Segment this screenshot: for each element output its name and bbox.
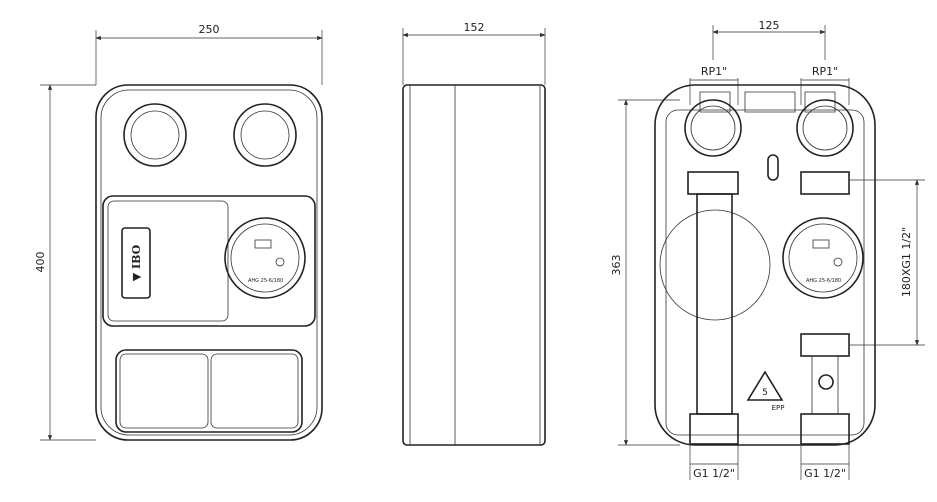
spacing-dimension: 125	[759, 19, 780, 32]
open-view: 125 RP1" RP1" 363 180XG1 1/2" AHG 25-6/1…	[610, 19, 925, 480]
height-dimension: 400	[34, 252, 47, 273]
side-housing	[402, 84, 546, 446]
front-window	[102, 195, 316, 327]
bottom-right-thread: G1 1/2"	[804, 467, 846, 480]
union-left	[687, 171, 739, 195]
pipe-left	[696, 193, 733, 415]
pump-length-dimension: 180XG1 1/2"	[900, 227, 913, 297]
bottom-left-thread: G1 1/2"	[693, 467, 735, 480]
insulation-shell	[654, 84, 876, 446]
lower-panel-left	[119, 353, 209, 429]
valve-left	[684, 99, 742, 157]
front-view: 250 400 ▼ IBO AHG 25-6/180	[34, 23, 323, 441]
outlet-right	[800, 413, 850, 445]
top-right-thread: RP1"	[812, 65, 838, 78]
outlet-left	[689, 413, 739, 445]
pump-label-open: AHG 25-6/180	[806, 278, 841, 284]
height-363-dimension: 363	[610, 255, 623, 276]
top-left-thread: RP1"	[701, 65, 727, 78]
valve-right	[796, 99, 854, 157]
svg-text:▼ IBO: ▼ IBO	[130, 244, 143, 281]
recycle-symbol: 5 EPP	[746, 370, 785, 412]
depth-dimension: 152	[464, 21, 485, 34]
recycle-code: 5	[762, 388, 768, 398]
logo-plate	[121, 227, 151, 299]
pump-open	[782, 217, 864, 299]
lower-panel-right	[210, 353, 299, 429]
front-housing	[95, 84, 323, 441]
union-lower-right	[800, 333, 850, 357]
drain-valve	[818, 374, 834, 390]
width-dimension: 250	[199, 23, 220, 36]
pump-front	[224, 217, 306, 299]
side-view: 152	[402, 21, 546, 446]
port-cap-left	[123, 103, 187, 167]
ibo-logo: ▼ IBO	[130, 244, 143, 281]
pump-label-front: AHG 25-6/180	[248, 278, 283, 284]
port-cap-right	[233, 103, 297, 167]
recycle-material: EPP	[772, 404, 785, 412]
union-right	[800, 171, 850, 195]
